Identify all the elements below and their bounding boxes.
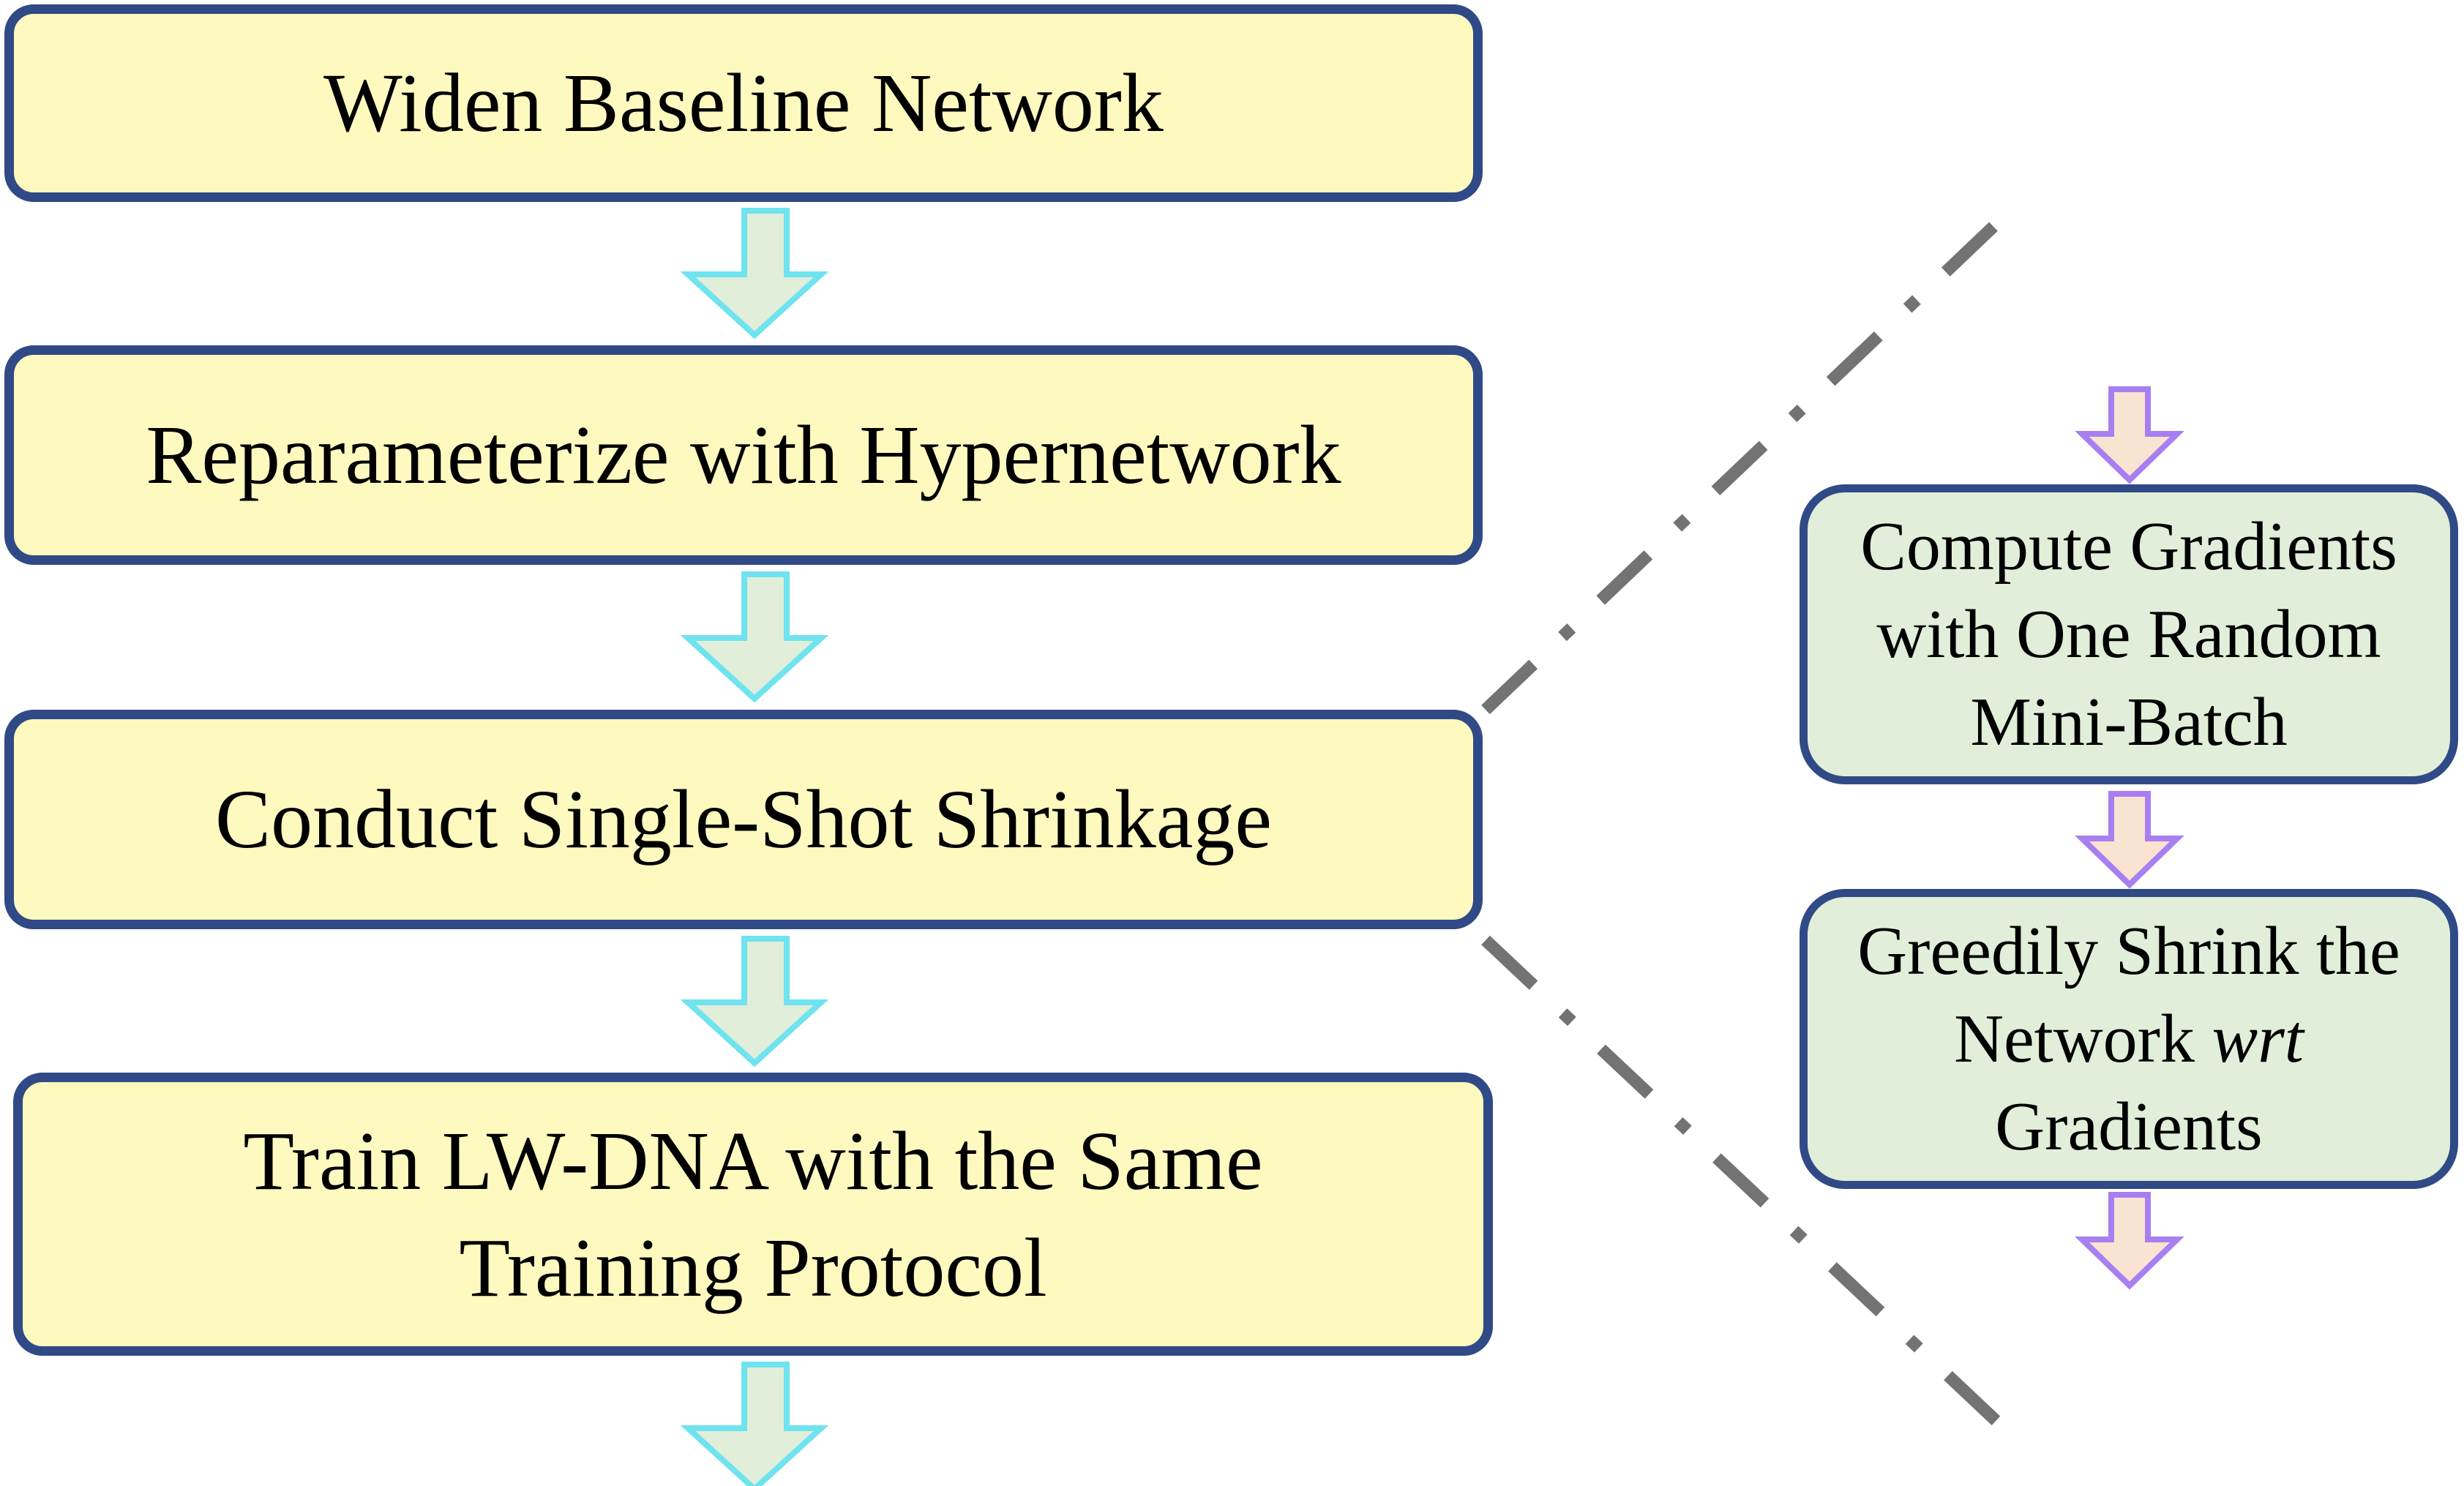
step-reparameterize-box: Reparameterize with Hypernetwork [4, 345, 1483, 565]
step-shrinkage-box: Conduct Single-Shot Shrinkage [4, 710, 1483, 929]
step-shrinkage-line-1: Conduct Single-Shot Shrinkage [215, 773, 1272, 866]
step-train-line-1: Train LW-DNA with the Same [243, 1114, 1263, 1207]
detail-gradients-box: Compute Gradients with One Random Mini-B… [1800, 484, 2458, 784]
main-arrow-3 [680, 936, 829, 1067]
main-arrow-1 [680, 208, 829, 339]
side-arrow-3 [2075, 1192, 2184, 1290]
connector-line-bottom [1481, 935, 2017, 1441]
detail-greedy-box: Greedily Shrink the Network wrt Gradient… [1800, 889, 2458, 1189]
step-train-box: Train LW-DNA with the Same Training Prot… [13, 1073, 1493, 1356]
detail-greedy-line-1: Greedily Shrink the [1857, 913, 2400, 989]
detail-gradients-line-1: Compute Gradients [1860, 509, 2397, 585]
main-arrow-4 [680, 1362, 829, 1486]
side-arrow-2 [2075, 791, 2184, 889]
main-arrow-2 [680, 571, 829, 703]
detail-greedy-line-2-prefix: Network [1954, 1001, 2212, 1077]
side-arrow-1 [2075, 386, 2184, 484]
step-train-line-2: Training Protocol [459, 1220, 1047, 1314]
step-widen-line-1: Widen Baseline Network [323, 56, 1164, 149]
step-reparameterize-line-1: Reparameterize with Hypernetwork [146, 408, 1341, 501]
detail-greedy-line-2: Network wrt [1954, 995, 2304, 1083]
detail-greedy-line-2-italic: wrt [2212, 1001, 2304, 1077]
detail-greedy-line-3: Gradients [1995, 1089, 2263, 1165]
step-widen-box: Widen Baseline Network [4, 4, 1483, 202]
connector-line-top [1481, 202, 2018, 715]
detail-gradients-line-3: Mini-Batch [1970, 684, 2288, 760]
detail-gradients-line-2: with One Random [1876, 596, 2381, 672]
